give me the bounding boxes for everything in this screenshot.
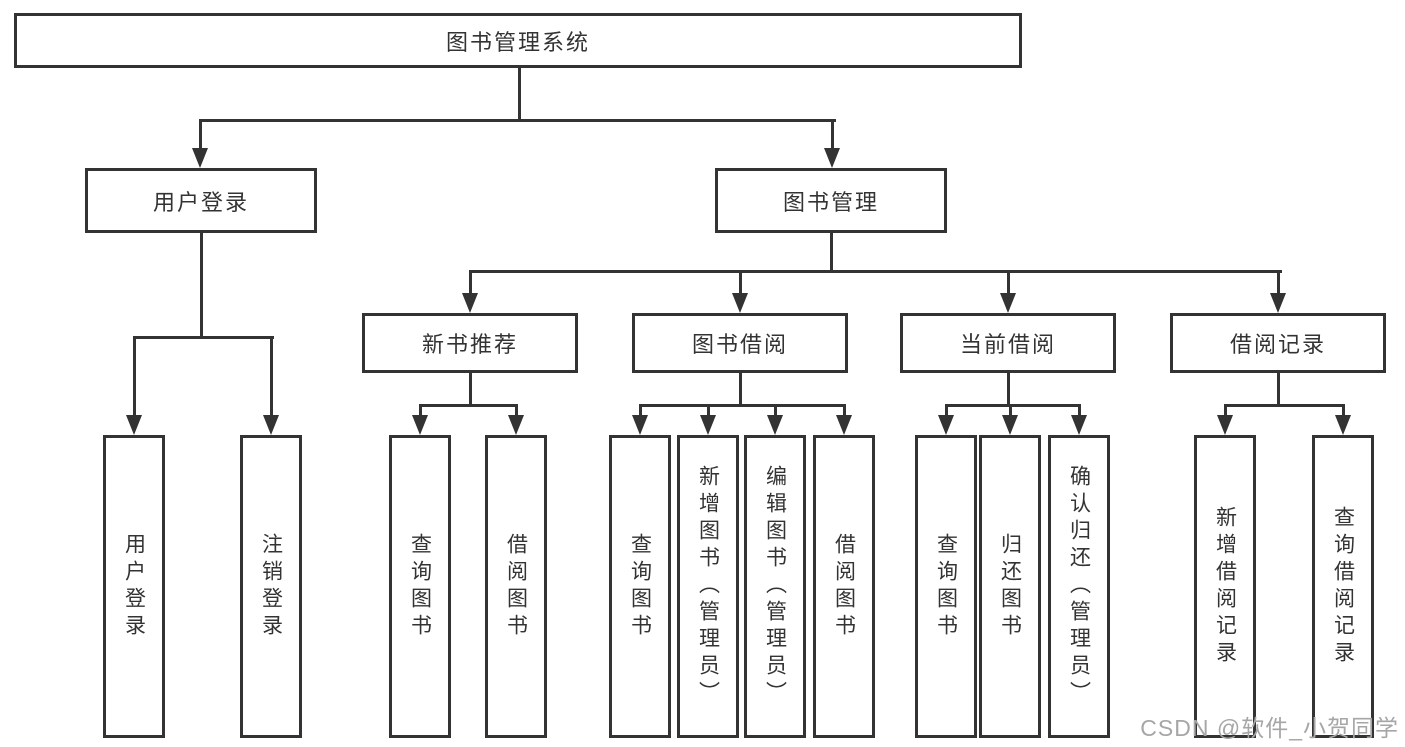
connector-line [468,271,472,295]
connector-line [638,403,846,407]
node-user-login-label: 用户登录 [152,189,249,215]
connector-arrowhead [836,415,852,435]
connector-line [944,405,948,417]
connector-arrowhead [767,415,783,435]
connector-line [829,231,833,272]
connector-line [738,371,742,406]
node-new-book-recommend: 新书推荐 [362,313,578,373]
connector-arrowhead [632,415,648,435]
connector-line [1008,405,1012,417]
connector-line [738,271,742,295]
node-book-management-label: 图书管理 [782,189,879,215]
connector-line [468,270,1282,273]
connector-arrowhead [508,415,524,435]
connector-arrowhead [824,148,840,168]
connector-arrowhead [1000,293,1016,313]
node-borrow-records-label: 借阅记录 [1229,332,1326,357]
node-borrow-records: 借阅记录 [1170,313,1386,373]
leaf-logout-label: 注销登录 [259,532,283,641]
node-user-login: 用户登录 [85,168,317,233]
leaf-br-add-record: 新增借阅记录 [1194,435,1256,738]
connector-arrowhead [700,415,716,435]
node-new-book-recommend-label: 新书推荐 [421,332,518,357]
connector-line [1276,371,1280,406]
connector-arrowhead [192,148,208,168]
leaf-cb-confirm-return-label: 确认归还（管理员） [1067,465,1091,708]
connector-arrowhead [263,415,279,435]
connector-arrowhead [1335,415,1351,435]
leaf-bb-borrow-book-label: 借阅图书 [832,532,856,641]
node-book-borrow-label: 图书借阅 [691,332,788,357]
node-book-borrow: 图书借阅 [632,313,848,373]
connector-line [517,66,521,120]
leaf-logout: 注销登录 [240,435,302,738]
leaf-bb-query-book-label: 查询图书 [628,532,652,641]
leaf-cb-query-book-label: 查询图书 [934,532,958,641]
connector-line [199,231,203,338]
leaf-nbr-borrow-book-label: 借阅图书 [504,532,528,641]
connector-line [1276,271,1280,295]
leaf-cb-query-book: 查询图书 [915,435,977,738]
connector-line [468,371,472,406]
connector-line [132,335,274,339]
connector-line [418,403,518,407]
connector-arrowhead [412,415,428,435]
connector-line [773,405,777,417]
connector-line [842,405,846,417]
connector-line [1006,271,1010,295]
connector-line [1077,405,1081,417]
connector-arrowhead [1270,293,1286,313]
connector-line [1223,403,1345,407]
leaf-cb-return-book: 归还图书 [979,435,1041,738]
connector-line [514,405,518,417]
connector-line [638,405,642,417]
node-book-management: 图书管理 [715,168,947,233]
leaf-br-query-record-label: 查询借阅记录 [1331,505,1355,668]
leaf-bb-add-book-label: 新增图书（管理员） [696,465,720,708]
leaf-user-login-label: 用户登录 [122,532,146,641]
leaf-bb-borrow-book: 借阅图书 [813,435,875,738]
node-current-borrow-label: 当前借阅 [959,332,1056,357]
node-root-label: 图书管理系统 [445,29,590,55]
connector-line [1223,405,1227,417]
connector-arrowhead [126,415,142,435]
leaf-bb-edit-book: 编辑图书（管理员） [744,435,806,738]
leaf-nbr-borrow-book: 借阅图书 [485,435,547,738]
node-current-borrow: 当前借阅 [900,313,1116,373]
leaf-br-add-record-label: 新增借阅记录 [1213,505,1237,668]
connector-line [132,337,136,417]
watermark-text: CSDN @软件_小贺同学 [1140,715,1399,741]
connector-line [1341,405,1345,417]
connector-line [706,405,710,417]
leaf-cb-confirm-return: 确认归还（管理员） [1048,435,1110,738]
leaf-br-query-record: 查询借阅记录 [1312,435,1374,738]
leaf-bb-query-book: 查询图书 [609,435,671,738]
connector-arrowhead [938,415,954,435]
leaf-nbr-query-book-label: 查询图书 [408,532,432,641]
leaf-user-login: 用户登录 [103,435,165,738]
connector-arrowhead [1071,415,1087,435]
leaf-nbr-query-book: 查询图书 [389,435,451,738]
leaf-bb-edit-book-label: 编辑图书（管理员） [763,465,787,708]
leaf-cb-return-book-label: 归还图书 [998,532,1022,641]
leaf-bb-add-book: 新增图书（管理员） [677,435,739,738]
connector-line [1006,371,1010,406]
connector-line [418,405,422,417]
connector-arrowhead [732,293,748,313]
connector-line [944,403,1081,407]
connector-line [198,118,836,122]
connector-line [269,337,273,417]
connector-arrowhead [462,293,478,313]
connector-line [830,120,834,150]
connector-arrowhead [1217,415,1233,435]
connector-arrowhead [1002,415,1018,435]
connector-line [198,120,202,150]
node-root: 图书管理系统 [14,13,1022,68]
